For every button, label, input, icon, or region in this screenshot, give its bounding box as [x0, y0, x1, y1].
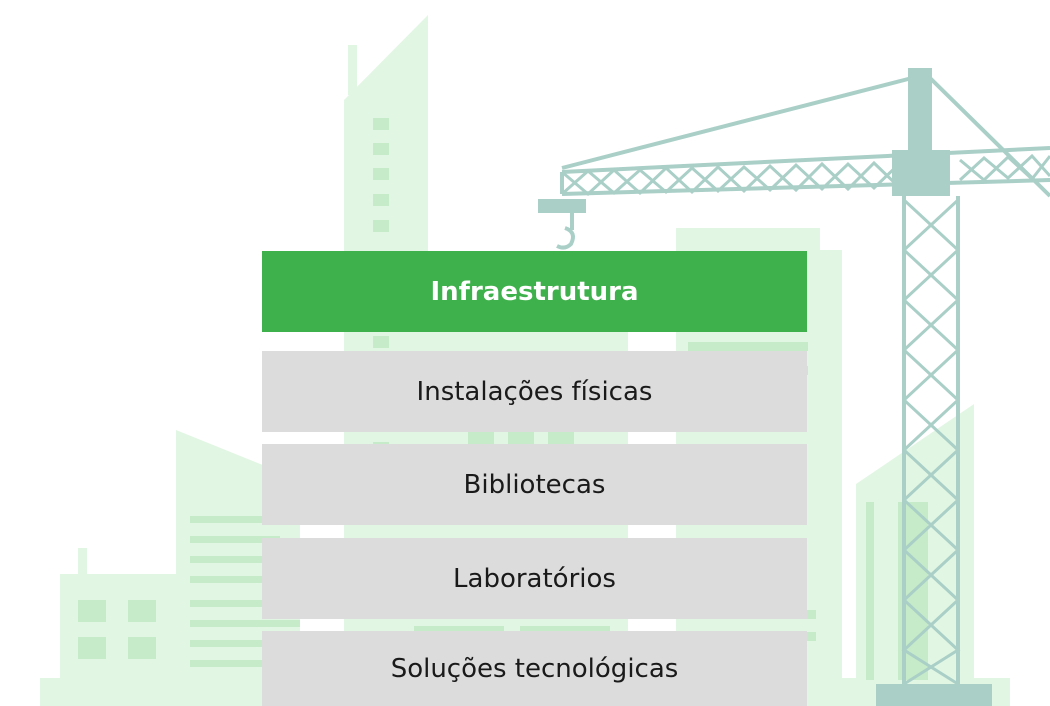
menu-title: Infraestrutura — [262, 251, 807, 332]
menu-item-solucoes-tecnologicas[interactable]: Soluções tecnológicas — [262, 631, 807, 706]
menu-item-laboratorios[interactable]: Laboratórios — [262, 538, 807, 619]
infrastructure-menu: Infraestrutura Instalações físicas Bibli… — [262, 251, 807, 706]
menu-item-bibliotecas[interactable]: Bibliotecas — [262, 444, 807, 525]
menu-item-instalacoes-fisicas[interactable]: Instalações físicas — [262, 351, 807, 432]
